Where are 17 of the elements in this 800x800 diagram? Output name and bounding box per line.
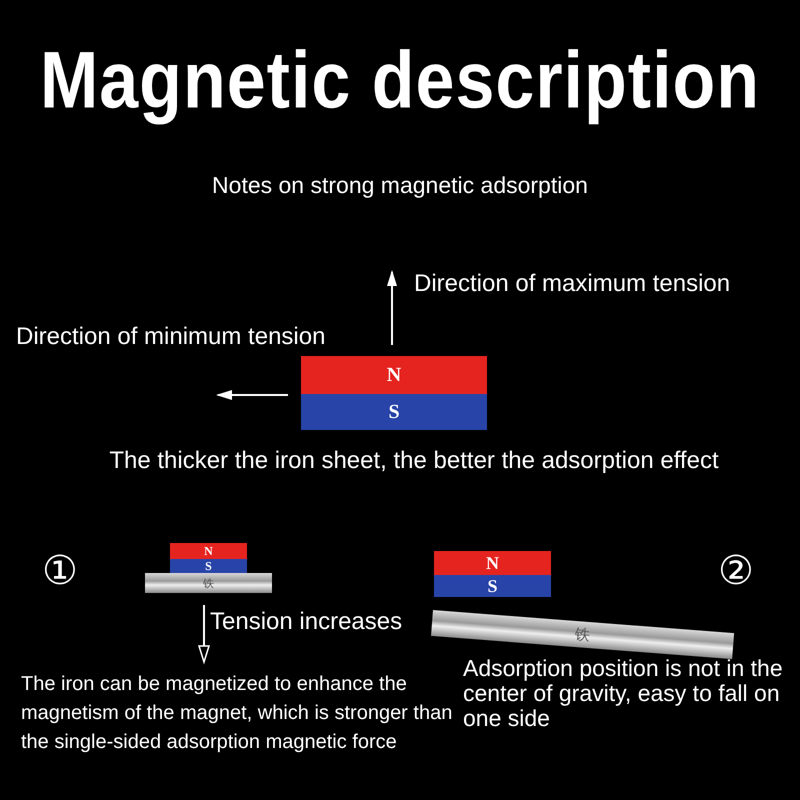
direction-label: Direction of minimum tension — [16, 323, 326, 351]
note-text: The iron can be magnetized to enhance the magnetism of the magnet, which is stronger than the single-sided adsorption magnetic force — [21, 672, 454, 755]
subtitle: Notes on strong magnetic adsorption — [211, 172, 589, 199]
south-pole: S — [170, 559, 247, 573]
title: Magnetic description — [38, 34, 762, 126]
note-text: Tension increases — [210, 608, 402, 636]
caption-text: The thicker the iron sheet, the better the adsorption effect — [108, 447, 720, 475]
north-pole: N — [434, 551, 551, 575]
north-pole: N — [301, 356, 487, 394]
south-pole: S — [301, 394, 487, 430]
callout-number: ② — [718, 548, 754, 594]
south-pole: S — [434, 575, 551, 597]
iron-sheet: 铁 — [431, 610, 734, 660]
callout-number: ① — [42, 548, 78, 594]
north-pole: N — [170, 543, 247, 559]
iron-sheet: 铁 — [145, 573, 272, 593]
direction-label: Direction of maximum tension — [414, 270, 730, 298]
